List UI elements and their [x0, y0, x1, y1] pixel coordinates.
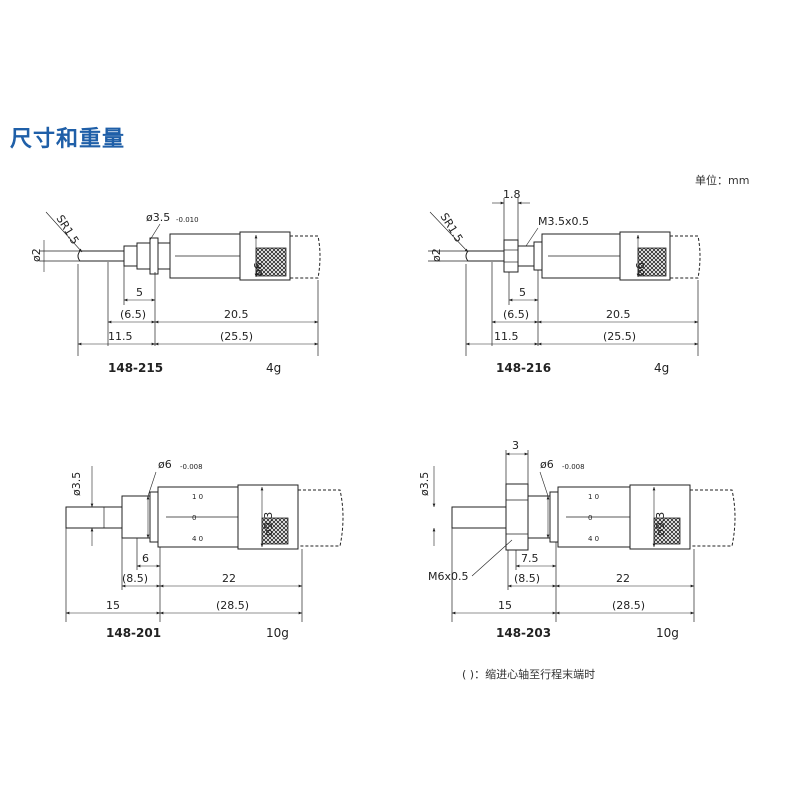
- sleeve-neck: [157, 242, 171, 270]
- drawing-148-201: 1 0 0 4 0 ø3.5 ø6 -0.008 ø9.3 6 (8.5) 22…: [65, 458, 344, 640]
- spindle-tip: [77, 250, 125, 262]
- dim-6-5: (6.5): [503, 308, 529, 321]
- spindle: [65, 506, 123, 529]
- dia-stem-label: ø3.5: [146, 211, 170, 224]
- weight-148-201: 10g: [266, 626, 289, 640]
- model-148-216: 148-216: [496, 361, 551, 375]
- dim-28-5: (28.5): [216, 599, 249, 612]
- dia-sleeve-label: ø6: [634, 262, 647, 276]
- dim-5: 5: [136, 286, 143, 299]
- dim-5: 5: [519, 286, 526, 299]
- dim-1-8: 1.8: [503, 188, 521, 201]
- model-148-201: 148-201: [106, 626, 161, 640]
- tolerance-label: -0.008: [562, 463, 585, 471]
- thread-label: M6x0.5: [428, 570, 469, 583]
- dia-tip-label: ø2: [430, 248, 443, 262]
- dim-7-5: 7.5: [521, 552, 539, 565]
- dia-sleeve-label: ø6: [252, 262, 265, 276]
- model-148-203: 148-203: [496, 626, 551, 640]
- thimble-outline: [298, 489, 344, 547]
- stem: [121, 495, 151, 539]
- dim-22: 22: [616, 572, 630, 585]
- dia-stem-label: ø6: [158, 458, 172, 471]
- dia-sleeve-label: ø9.3: [654, 512, 667, 536]
- dim-6: 6: [142, 552, 149, 565]
- dim-28-5: (28.5): [612, 599, 645, 612]
- lock-nut: [503, 239, 519, 273]
- collar: [136, 242, 151, 270]
- thimble-outline: [690, 489, 736, 547]
- dim-8-5: (8.5): [122, 572, 148, 585]
- weight-148-203: 10g: [656, 626, 679, 640]
- scale-mark: 1 0: [588, 493, 599, 501]
- spindle-tip: [465, 250, 505, 262]
- dim-6-5: (6.5): [120, 308, 146, 321]
- spindle: [451, 506, 507, 529]
- dia-sleeve-label: ø9.3: [262, 512, 275, 536]
- model-148-215: 148-215: [108, 361, 163, 375]
- drawing-148-215: SR1.5 ø2 ø3.5 -0.010 ø6 5 (6.5) 20.5 11.…: [30, 211, 321, 375]
- thread: [527, 495, 551, 539]
- scale-mark: 1 0: [192, 493, 203, 501]
- radius-label: SR1.5: [437, 211, 465, 245]
- thread: [517, 245, 535, 267]
- dim-11-5: 11.5: [494, 330, 519, 343]
- stem: [123, 245, 138, 267]
- thimble-outline: [290, 235, 321, 279]
- drawing-148-203: 1 0 0 4 0 ø3.5 3 ø6 -0.008 ø9.3 M6x0.5 7…: [418, 439, 736, 640]
- dim-22: 22: [222, 572, 236, 585]
- dim-20-5: 20.5: [224, 308, 249, 321]
- dia-tip-label: ø3.5: [418, 472, 431, 496]
- dim-8-5: (8.5): [514, 572, 540, 585]
- dim-25-5: (25.5): [220, 330, 253, 343]
- dim-15: 15: [106, 599, 120, 612]
- scale-mark: 0: [588, 514, 592, 522]
- dim-20-5: 20.5: [606, 308, 631, 321]
- knurl: [653, 517, 681, 545]
- flange: [549, 491, 559, 543]
- tolerance-label: -0.010: [176, 216, 199, 224]
- scale-mark: 0: [192, 514, 196, 522]
- weight-148-216: 4g: [654, 361, 669, 375]
- footnote: ( )：缩进心轴至行程末端时: [462, 668, 596, 681]
- radius-label: SR1.5: [53, 213, 81, 247]
- dim-3: 3: [512, 439, 519, 452]
- dia-tip-label: ø3.5: [70, 472, 83, 496]
- thimble-outline: [670, 235, 701, 279]
- dia-tip-label: ø2: [30, 248, 43, 262]
- thread-label: M3.5x0.5: [538, 215, 589, 228]
- dim-25-5: (25.5): [603, 330, 636, 343]
- unit-note: 单位：mm: [695, 174, 750, 187]
- dim-15: 15: [498, 599, 512, 612]
- dim-11-5: 11.5: [108, 330, 133, 343]
- page-title: 尺寸和重量: [10, 127, 126, 152]
- dia-stem-label: ø6: [540, 458, 554, 471]
- scale-mark: 4 0: [192, 535, 203, 543]
- drawing-148-216: SR1.5 ø2 1.8 M3.5x0.5 ø6 5 (6.5) 20.5 11…: [428, 188, 701, 375]
- weight-148-215: 4g: [266, 361, 281, 375]
- scale-mark: 4 0: [588, 535, 599, 543]
- flange: [533, 241, 543, 271]
- flange: [149, 491, 159, 543]
- lock-nut: [505, 483, 529, 551]
- flange: [149, 237, 159, 275]
- tolerance-label: -0.008: [180, 463, 203, 471]
